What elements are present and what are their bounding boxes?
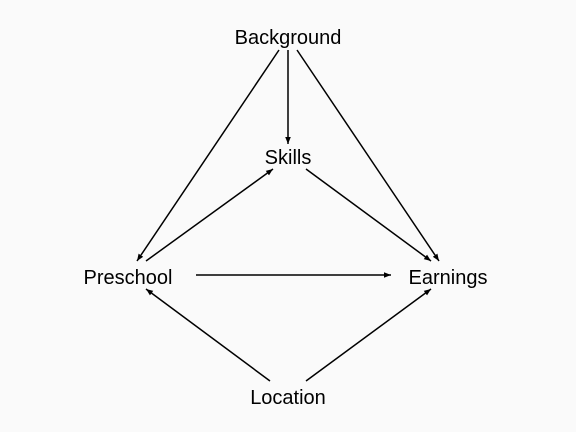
edge-preschool-skills: [145, 168, 274, 262]
node-earnings: Earnings: [409, 267, 488, 289]
edge-skills-earnings: [305, 168, 432, 262]
node-location: Location: [250, 387, 326, 409]
edge-location-earnings: [305, 288, 432, 382]
node-preschool: Preschool: [84, 267, 173, 289]
node-background: Background: [235, 27, 342, 49]
edge-background-preschool: [136, 49, 280, 262]
edge-background-earnings: [296, 49, 440, 262]
nodes: Background Skills Preschool Earnings Loc…: [84, 27, 488, 409]
node-skills: Skills: [265, 147, 312, 169]
edge-location-preschool: [145, 288, 271, 382]
edges: [136, 49, 440, 382]
